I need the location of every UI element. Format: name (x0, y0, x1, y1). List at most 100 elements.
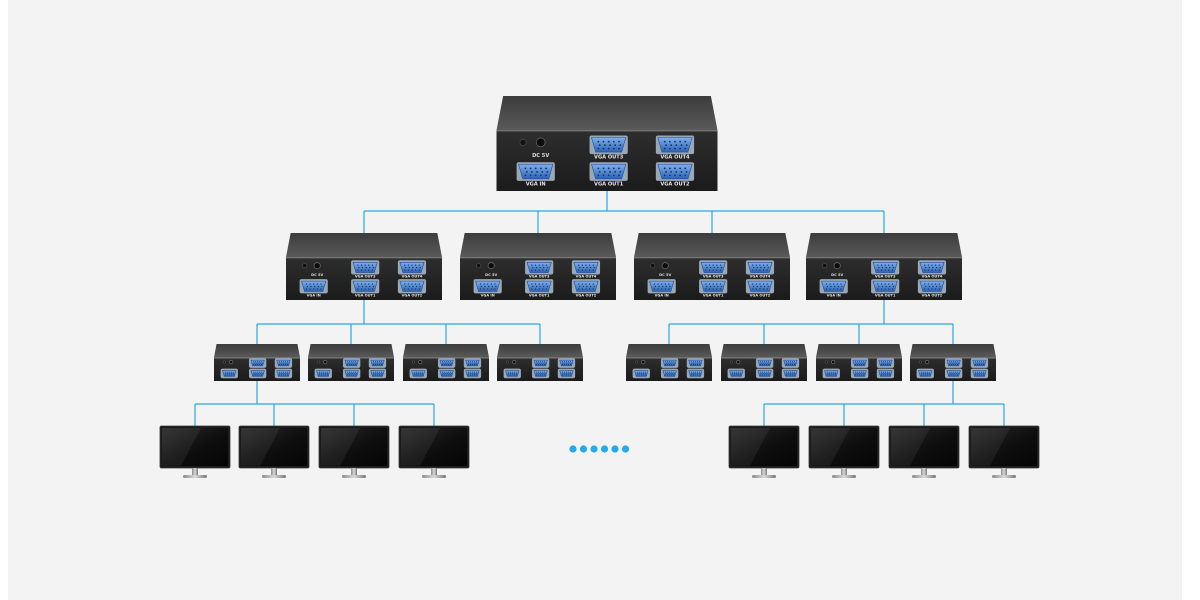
vga-pin (888, 374, 890, 376)
vga-pin (953, 361, 955, 363)
vga-pin (570, 362, 572, 364)
vga-pin (667, 371, 669, 373)
vga-pin (662, 285, 664, 288)
vga-pin (471, 371, 473, 373)
vga-pin (544, 371, 546, 373)
vga-pin (261, 373, 263, 375)
connector-left-level-2-to-level-3 (256, 300, 541, 344)
vga-port-body (821, 280, 847, 292)
vga-pin (924, 264, 926, 266)
vga-pin (712, 264, 714, 266)
dc-jack (535, 137, 546, 148)
vga-pin (785, 363, 787, 365)
vga-pin (834, 374, 836, 376)
vga-port (342, 368, 361, 379)
vga-pin (786, 362, 788, 364)
vga-pin (826, 374, 828, 376)
vga-pin (712, 288, 714, 290)
vga-pin (368, 283, 370, 285)
vga-pin (347, 371, 349, 373)
vga-pin (974, 374, 976, 376)
vga-pin (540, 373, 542, 375)
vga-pin (699, 362, 701, 364)
vga-pin (545, 264, 548, 266)
vga-pin (491, 285, 493, 288)
level-3-splitter (910, 344, 996, 381)
vga-port (686, 358, 705, 368)
vga-pin (411, 288, 413, 290)
vga-pin (322, 374, 324, 376)
vga-pin (310, 285, 312, 288)
vga-pin (951, 371, 953, 373)
vga-pin (732, 373, 734, 375)
vga-pin (371, 283, 374, 285)
vga-pin (938, 283, 940, 285)
vga-pin (834, 285, 836, 288)
vga-pin (578, 264, 580, 266)
vga-pin (588, 269, 591, 271)
vga-port-body (439, 370, 454, 377)
vga-pin (349, 361, 351, 363)
vga-port (727, 368, 745, 379)
vga-pin (607, 140, 610, 143)
vga-port-body (757, 359, 772, 367)
vga-pin (694, 371, 696, 373)
vga-pin (259, 363, 261, 365)
vga-pin (318, 371, 320, 373)
vga-pin (228, 374, 230, 376)
vga-pin (614, 144, 617, 146)
monitor-screen (891, 428, 957, 466)
vga-pin (931, 264, 933, 266)
vga-pin (365, 266, 367, 269)
vga-pin (542, 363, 544, 365)
vga-pin (673, 374, 675, 376)
vga-pin (880, 269, 883, 271)
monitor-screen (971, 428, 1037, 466)
power-led (302, 263, 308, 269)
vga-pin (935, 266, 938, 269)
vga-port-body (399, 261, 425, 273)
vga-pin (380, 371, 382, 373)
vga-pin (665, 363, 667, 365)
vga-port-body (783, 359, 798, 367)
vga-pin (259, 373, 261, 375)
vga-pin (734, 373, 736, 375)
vga-pin (931, 283, 933, 285)
vga-pin (951, 363, 953, 365)
vga-pin (347, 361, 349, 363)
vga-pin (355, 361, 357, 363)
vga-pin (475, 363, 477, 365)
vga-pin (857, 371, 859, 373)
vga-pin (602, 147, 605, 150)
vga-pin (369, 285, 371, 288)
vga-pin (762, 374, 764, 376)
vga-pin (884, 361, 886, 363)
vga-pin (597, 174, 600, 177)
vga-pin (830, 371, 832, 373)
vga-pin (665, 374, 667, 376)
vga-port-label: VGA OUT4 (402, 275, 423, 279)
vga-pin (671, 362, 673, 364)
vga-pin (982, 363, 984, 365)
vga-pin (473, 361, 475, 363)
vga-port-label: VGA OUT3 (529, 275, 550, 279)
vga-pin (404, 264, 406, 266)
vga-pin (585, 264, 587, 266)
vga-port-body (783, 370, 798, 377)
vga-pin (938, 288, 940, 290)
vga-pin (978, 371, 980, 373)
vga-pin (690, 363, 692, 365)
vga-pin (475, 361, 477, 363)
vga-pin (768, 373, 770, 375)
vga-pin (762, 373, 764, 375)
vga-pin (536, 361, 538, 363)
vga-pin (787, 371, 789, 373)
vga-pin (832, 371, 834, 373)
vga-pin (473, 363, 475, 365)
vga-pin (762, 264, 765, 266)
vga-pin (579, 266, 581, 269)
vga-pin (885, 362, 887, 364)
vga-pin (353, 371, 355, 373)
vga-pin (413, 374, 415, 376)
vga-pin (568, 362, 570, 364)
